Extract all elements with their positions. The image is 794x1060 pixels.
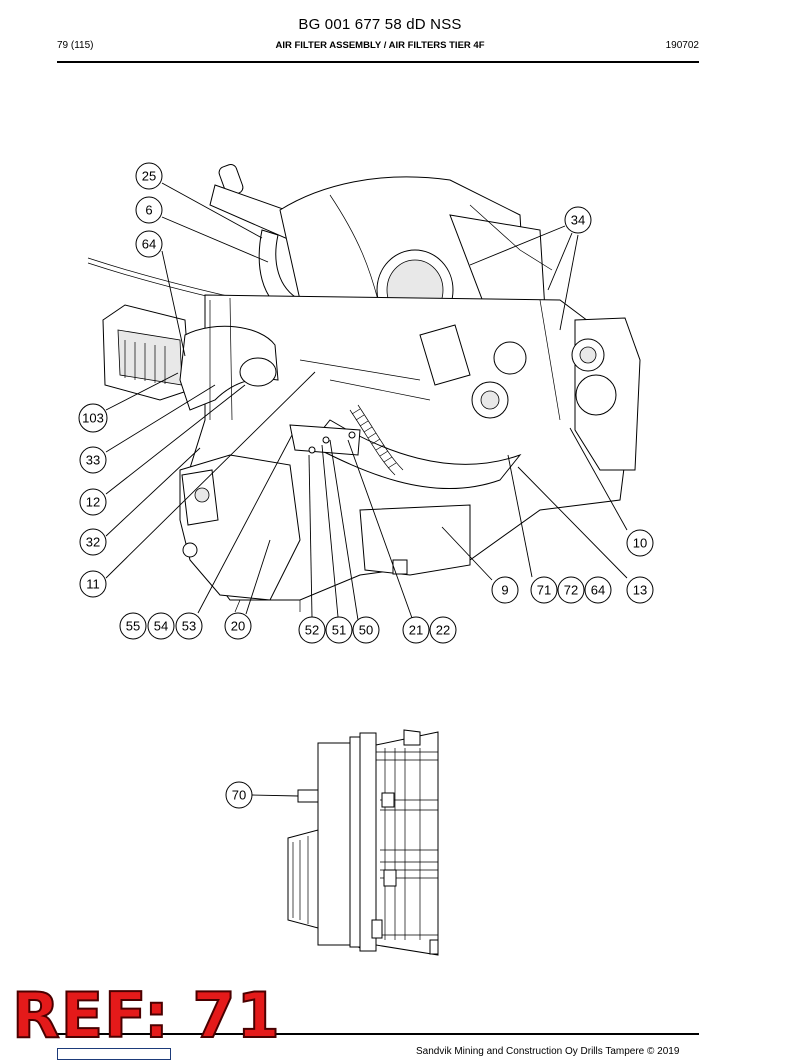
svg-text:71: 71 — [537, 583, 551, 598]
svg-text:21: 21 — [409, 623, 423, 638]
svg-text:33: 33 — [86, 453, 100, 468]
callout-33: 33 — [79, 446, 107, 474]
svg-text:13: 13 — [633, 583, 647, 598]
callout-103: 103 — [78, 403, 108, 433]
callout-54: 54 — [147, 612, 175, 640]
svg-text:72: 72 — [564, 583, 578, 598]
svg-text:34: 34 — [571, 213, 585, 228]
callout-12: 12 — [79, 488, 107, 516]
svg-text:12: 12 — [86, 495, 100, 510]
svg-text:103: 103 — [82, 411, 104, 426]
svg-text:20: 20 — [231, 619, 245, 634]
svg-text:53: 53 — [182, 619, 196, 634]
svg-text:55: 55 — [126, 619, 140, 634]
callout-51: 51 — [325, 616, 353, 644]
footer-rule — [57, 1033, 699, 1035]
svg-text:54: 54 — [154, 619, 168, 634]
callout-11: 11 — [79, 570, 107, 598]
svg-text:70: 70 — [232, 788, 246, 803]
svg-text:32: 32 — [86, 535, 100, 550]
callout-22: 22 — [429, 616, 457, 644]
callout-72: 72 — [557, 576, 585, 604]
detail-illustration — [287, 729, 439, 956]
svg-text:10: 10 — [633, 536, 647, 551]
svg-text:51: 51 — [332, 623, 346, 638]
leader-lines — [105, 182, 628, 621]
svg-text:6: 6 — [145, 203, 152, 218]
callout-9: 9 — [491, 576, 519, 604]
callout-10: 10 — [626, 529, 654, 557]
callout-34: 34 — [564, 206, 592, 234]
callout-32: 32 — [79, 528, 107, 556]
callout-6: 6 — [135, 196, 163, 224]
callout-55: 55 — [119, 612, 147, 640]
callout-70: 70 — [225, 781, 253, 809]
callout-53: 53 — [175, 612, 203, 640]
callout-64: 64 — [135, 230, 163, 258]
leader-70 — [251, 794, 299, 797]
svg-text:25: 25 — [142, 169, 156, 184]
document-number: BG 001 677 58 dD NSS — [298, 16, 462, 33]
svg-text:64: 64 — [591, 583, 605, 598]
copyright-text: Sandvik Mining and Construction Oy Drill… — [416, 1046, 680, 1057]
header-rule — [57, 61, 699, 63]
callout-50: 50 — [352, 616, 380, 644]
svg-text:22: 22 — [436, 623, 450, 638]
svg-text:50: 50 — [359, 623, 373, 638]
callout-20: 20 — [224, 612, 252, 640]
page-number: 79 (115) — [57, 40, 94, 51]
svg-text:9: 9 — [501, 583, 508, 598]
callout-71: 71 — [530, 576, 558, 604]
callout-64-b: 64 — [584, 576, 612, 604]
engine-illustration — [87, 164, 641, 613]
ref-stamp: REF: 71 — [11, 979, 281, 1052]
svg-text:11: 11 — [86, 577, 100, 592]
callout-52: 52 — [298, 616, 326, 644]
date-code: 190702 — [665, 40, 699, 51]
callout-21: 21 — [402, 616, 430, 644]
callout-25: 25 — [135, 162, 163, 190]
callout-13: 13 — [626, 576, 654, 604]
svg-text:64: 64 — [142, 237, 156, 252]
svg-text:52: 52 — [305, 623, 319, 638]
section-title: AIR FILTER ASSEMBLY / AIR FILTERS TIER 4… — [275, 40, 485, 51]
